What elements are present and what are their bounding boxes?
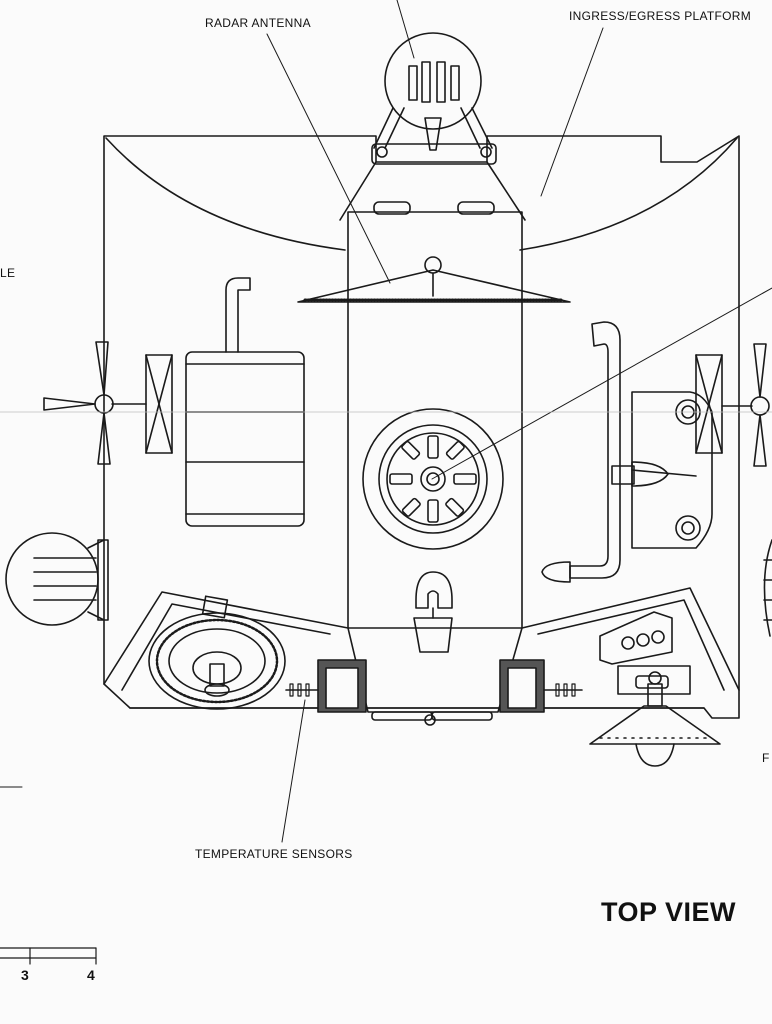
periscope-pipe — [541, 321, 621, 583]
temperature-sensors — [285, 659, 583, 726]
radar-antenna — [297, 256, 571, 303]
right-side-module — [611, 391, 713, 549]
scale-tick-4: 4 — [87, 967, 95, 983]
right-propeller — [695, 343, 770, 467]
top-view-title: TOP VIEW — [601, 897, 737, 927]
right-cut-label: F — [762, 751, 770, 765]
leader-lines — [0, 0, 772, 843]
left-cut-label: LE — [0, 266, 16, 280]
lower-left-hatch — [148, 612, 286, 710]
right-edge-dish — [763, 539, 772, 637]
scale-tick-3: 3 — [21, 967, 29, 983]
left-propeller — [43, 341, 173, 465]
fuel-barrel — [185, 277, 305, 527]
temperature-sensors-label: TEMPERATURE SENSORS — [195, 847, 353, 861]
left-side-dish — [5, 532, 109, 626]
lower-deck — [103, 587, 740, 709]
central-column — [347, 201, 523, 713]
ingress-egress-platform-label: INGRESS/EGRESS PLATFORM — [569, 9, 752, 23]
radar-antenna-label: RADAR ANTENNA — [205, 16, 311, 30]
lower-right-equipment — [599, 611, 691, 695]
central-hatch — [362, 408, 504, 550]
top-radar-dish — [371, 32, 497, 165]
lamp — [589, 671, 721, 767]
scale-bar — [0, 947, 97, 965]
water-outlet — [413, 571, 453, 653]
